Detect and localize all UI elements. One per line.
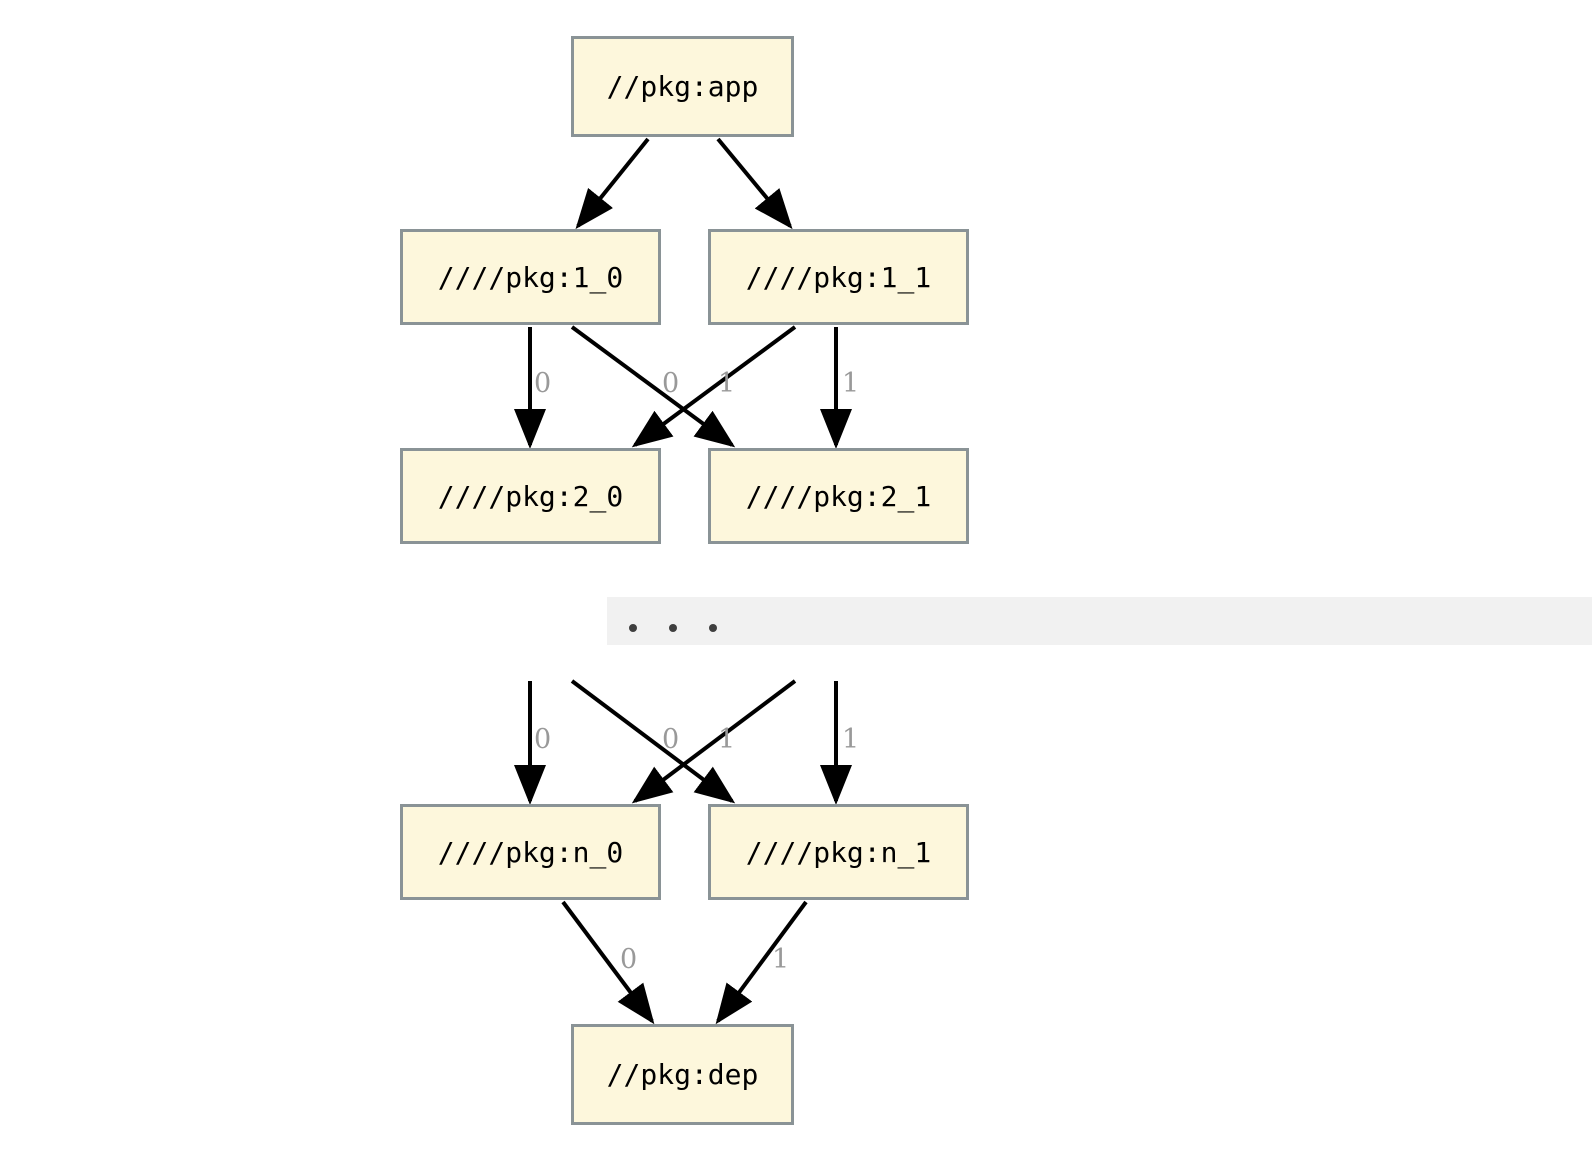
graph-node-label: //pkg:app [606, 70, 759, 103]
edge-label: 1 [842, 724, 860, 755]
ellipsis-dot-2 [669, 624, 677, 632]
graph-edge-app-to-l1_0 [575, 137, 650, 230]
graph-edge-l1_0-to-l2_1 [570, 325, 736, 448]
edge-label: 0 [534, 724, 552, 755]
graph-node-l2_1[interactable]: ////pkg:2_1 [708, 448, 969, 544]
graph-node-label: ////pkg:n_1 [745, 835, 932, 869]
edge-label: 1 [772, 944, 790, 975]
graph-node-label: ////pkg:n_0 [437, 835, 624, 869]
graph-node-label: //pkg:dep [606, 1058, 759, 1091]
graph-node-dep[interactable]: //pkg:dep [571, 1024, 794, 1125]
edge-label: 1 [718, 368, 736, 399]
graph-node-label: ////pkg:1_0 [437, 260, 624, 294]
graph-node-ln_0[interactable]: ////pkg:n_0 [400, 804, 661, 900]
graph-node-l1_0[interactable]: ////pkg:1_0 [400, 229, 661, 325]
edge-label: 0 [620, 944, 638, 975]
edge-label: 1 [842, 368, 860, 399]
graph-node-label: ////pkg:2_1 [745, 479, 932, 513]
graph-node-ln_1[interactable]: ////pkg:n_1 [708, 804, 969, 900]
graph-edge-l1_1-to-l2_0 [631, 325, 797, 448]
ellipsis-dot-3 [709, 624, 717, 632]
edge-label: 0 [662, 368, 680, 399]
truncation-ellipsis-band [607, 597, 1592, 645]
graph-edge-src-to-ln_0 [631, 679, 797, 804]
ellipsis-dot-1 [629, 624, 637, 632]
graph-edge-ln_0-to-dep [561, 900, 655, 1025]
graph-node-app[interactable]: //pkg:app [571, 36, 794, 137]
edge-label: 0 [534, 368, 552, 399]
edge-label: 1 [718, 724, 736, 755]
graph-node-l2_0[interactable]: ////pkg:2_0 [400, 448, 661, 544]
edge-label: 0 [662, 724, 680, 755]
graph-node-l1_1[interactable]: ////pkg:1_1 [708, 229, 969, 325]
graph-edge-src-to-ln_1 [570, 679, 736, 804]
graph-edge-ln_1-to-dep [715, 900, 808, 1025]
graph-edge-app-to-l1_1 [716, 137, 793, 230]
graph-node-label: ////pkg:1_1 [745, 260, 932, 294]
graph-node-label: ////pkg:2_0 [437, 479, 624, 513]
